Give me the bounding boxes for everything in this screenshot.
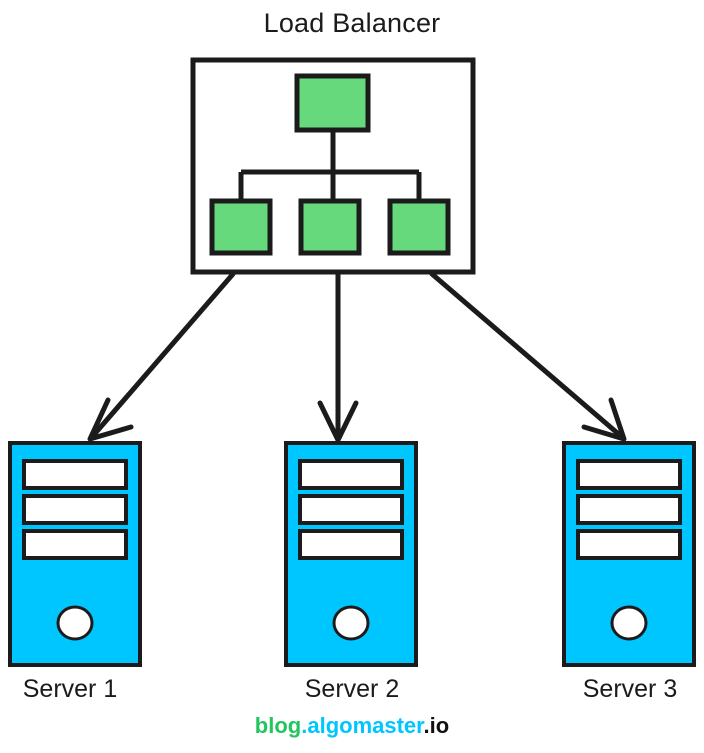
server-1-bay-1 [22, 459, 128, 490]
server-2-bay-1 [298, 459, 404, 490]
server-3-bay-3 [576, 529, 682, 560]
arrow-to-server-1 [87, 271, 236, 442]
arrow-to-server-2 [317, 271, 359, 443]
server-2-power-button [332, 605, 370, 641]
server-label-1: Server 1 [22, 675, 118, 703]
server-label-3: Server 3 [582, 675, 678, 703]
brand-separator-dot-2: . [423, 713, 430, 738]
distribution-arrows [87, 271, 627, 443]
arrow-to-server-3 [429, 271, 627, 442]
server-1-bay-3 [22, 529, 128, 560]
server-2-bay-3 [298, 529, 404, 560]
server-3-power-button [610, 605, 648, 641]
brand-algomaster-text: algomaster [307, 713, 424, 738]
lb-child-node-1 [209, 198, 273, 256]
server-1-power-button [56, 605, 94, 641]
server-label-2: Server 2 [304, 675, 400, 703]
server-1-bay-2 [22, 494, 128, 525]
server-3-bay-1 [576, 459, 682, 490]
server-2-bay-2 [298, 494, 404, 525]
server-tower-2 [284, 441, 418, 667]
page-title: Load Balancer [263, 8, 441, 38]
server-3-bay-2 [576, 494, 682, 525]
server-tower-3 [562, 441, 696, 667]
server-tower-1 [8, 441, 142, 667]
lb-child-node-3 [387, 198, 451, 256]
lb-child-node-2 [298, 198, 362, 256]
lb-root-node [294, 73, 371, 133]
footer-branding: blog.algomaster.io [0, 713, 704, 739]
brand-io-text: io [429, 713, 450, 738]
brand-blog-text: blog [254, 713, 302, 738]
load-balancer-tree-connectors [238, 130, 422, 201]
brand-separator-dot-1: . [301, 713, 308, 738]
